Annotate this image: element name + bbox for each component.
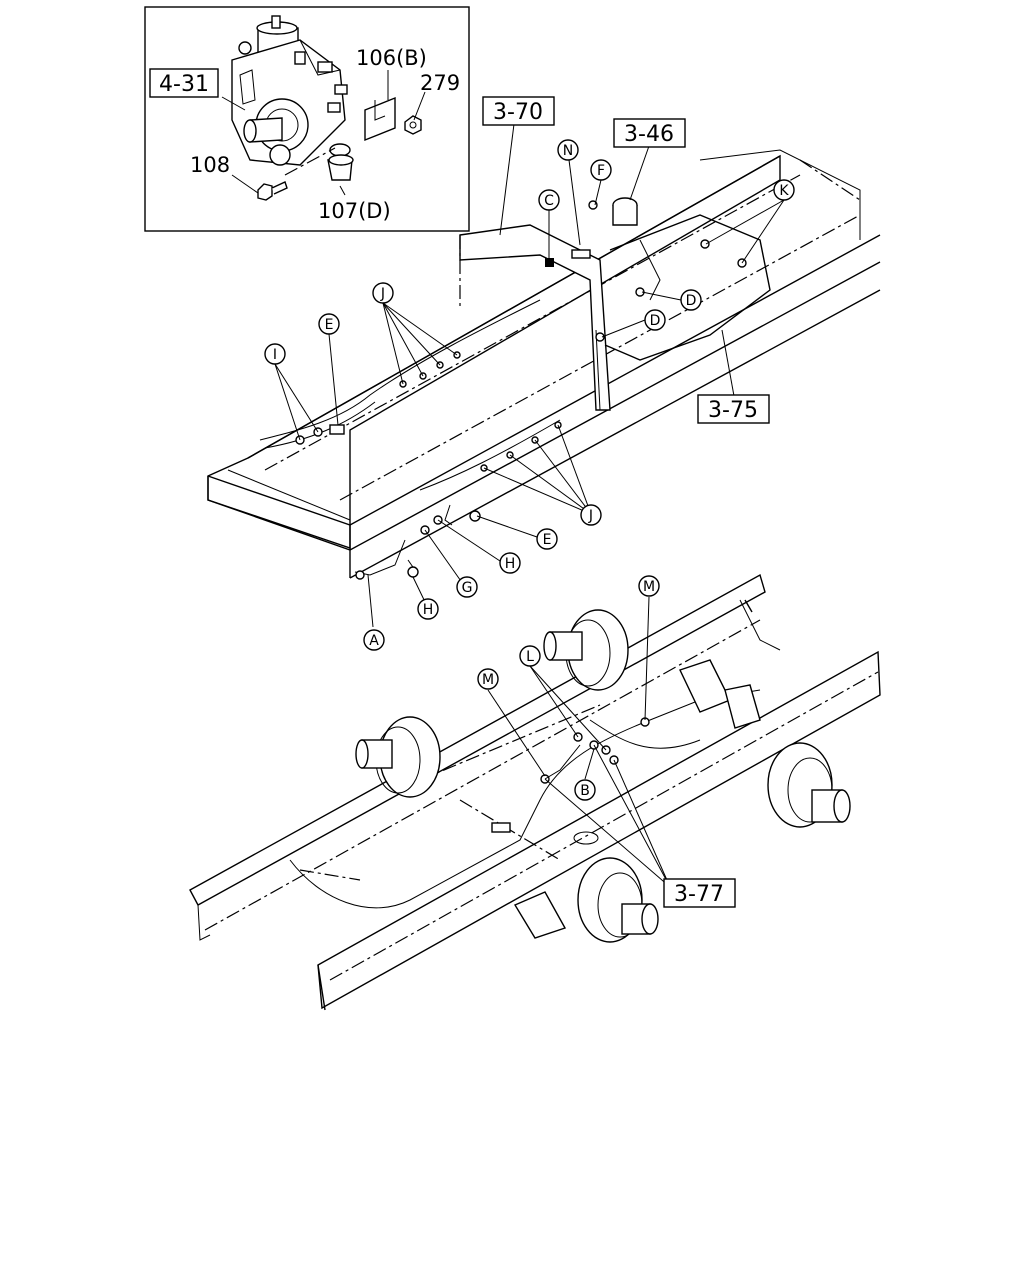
callout-e-top: E	[318, 313, 340, 335]
callout-a: A	[363, 629, 385, 651]
pump-ref-label: 4-31	[159, 72, 209, 97]
bolt-label: 108	[190, 153, 230, 177]
svg-text:G: G	[462, 580, 473, 596]
svg-text:K: K	[779, 183, 789, 199]
bracket-drawing	[364, 96, 396, 142]
bolt-drawing	[257, 181, 288, 201]
callout-h-right: H	[499, 552, 521, 574]
callout-h-left: H	[417, 598, 439, 620]
svg-text:B: B	[580, 783, 590, 799]
ref-3-75-label: 3-75	[708, 398, 758, 423]
callout-m-left: M	[477, 668, 499, 690]
callout-j-bottom: J	[580, 504, 602, 526]
hub-upper-left	[355, 716, 441, 798]
svg-text:H: H	[505, 556, 516, 572]
callout-b: B	[574, 779, 596, 801]
callout-i: I	[264, 343, 286, 365]
svg-text:A: A	[369, 633, 379, 649]
callout-d-lower: D	[644, 309, 666, 331]
nut-drawing	[404, 115, 422, 135]
callout-g: G	[456, 576, 478, 598]
ref-box-3-75: 3-75	[697, 394, 770, 424]
svg-text:C: C	[544, 193, 554, 209]
lower-leaders	[487, 596, 671, 888]
callout-f: F	[590, 159, 612, 181]
inset-panel: 4-31 106(B) 279 108 107(D)	[144, 6, 470, 232]
svg-text:D: D	[686, 293, 697, 309]
ref-box-3-77: 3-77	[663, 878, 736, 908]
svg-text:I: I	[273, 347, 277, 363]
upper-leaders	[274, 123, 785, 628]
clip-label: 107(D)	[318, 199, 391, 223]
svg-text:N: N	[563, 143, 573, 159]
ref-box-3-70: 3-70	[482, 96, 555, 126]
svg-text:J: J	[588, 508, 593, 524]
callout-d-upper: D	[680, 289, 702, 311]
svg-text:J: J	[380, 286, 385, 302]
callout-k: K	[773, 179, 795, 201]
svg-text:M: M	[643, 579, 655, 595]
callout-m-right: M	[638, 575, 660, 597]
nut-label: 279	[420, 71, 460, 95]
callout-n: N	[557, 139, 579, 161]
callout-j-top: J	[372, 282, 394, 304]
ref-box-3-46: 3-46	[613, 118, 686, 148]
callout-e-bottom: E	[536, 528, 558, 550]
hub-lower-right	[767, 742, 851, 828]
callout-l: L	[519, 645, 541, 667]
injection-pump-drawing	[231, 15, 348, 166]
svg-text:M: M	[482, 672, 494, 688]
ref-3-77-label: 3-77	[674, 882, 724, 907]
svg-text:E: E	[325, 317, 334, 333]
lower-frame-drawing	[189, 573, 881, 1011]
svg-text:D: D	[650, 313, 661, 329]
upper-frame-drawing	[207, 149, 881, 580]
callout-c: C	[538, 189, 560, 211]
ref-3-46-label: 3-46	[624, 122, 674, 147]
svg-text:L: L	[526, 649, 534, 665]
hub-lower-mid	[577, 857, 659, 943]
bracket-label: 106(B)	[356, 46, 427, 70]
svg-text:E: E	[543, 532, 552, 548]
svg-text:H: H	[423, 602, 434, 618]
ref-3-70-label: 3-70	[493, 100, 543, 125]
clip-drawing	[327, 143, 354, 181]
svg-text:F: F	[597, 163, 605, 179]
hub-upper-mid	[543, 609, 629, 691]
